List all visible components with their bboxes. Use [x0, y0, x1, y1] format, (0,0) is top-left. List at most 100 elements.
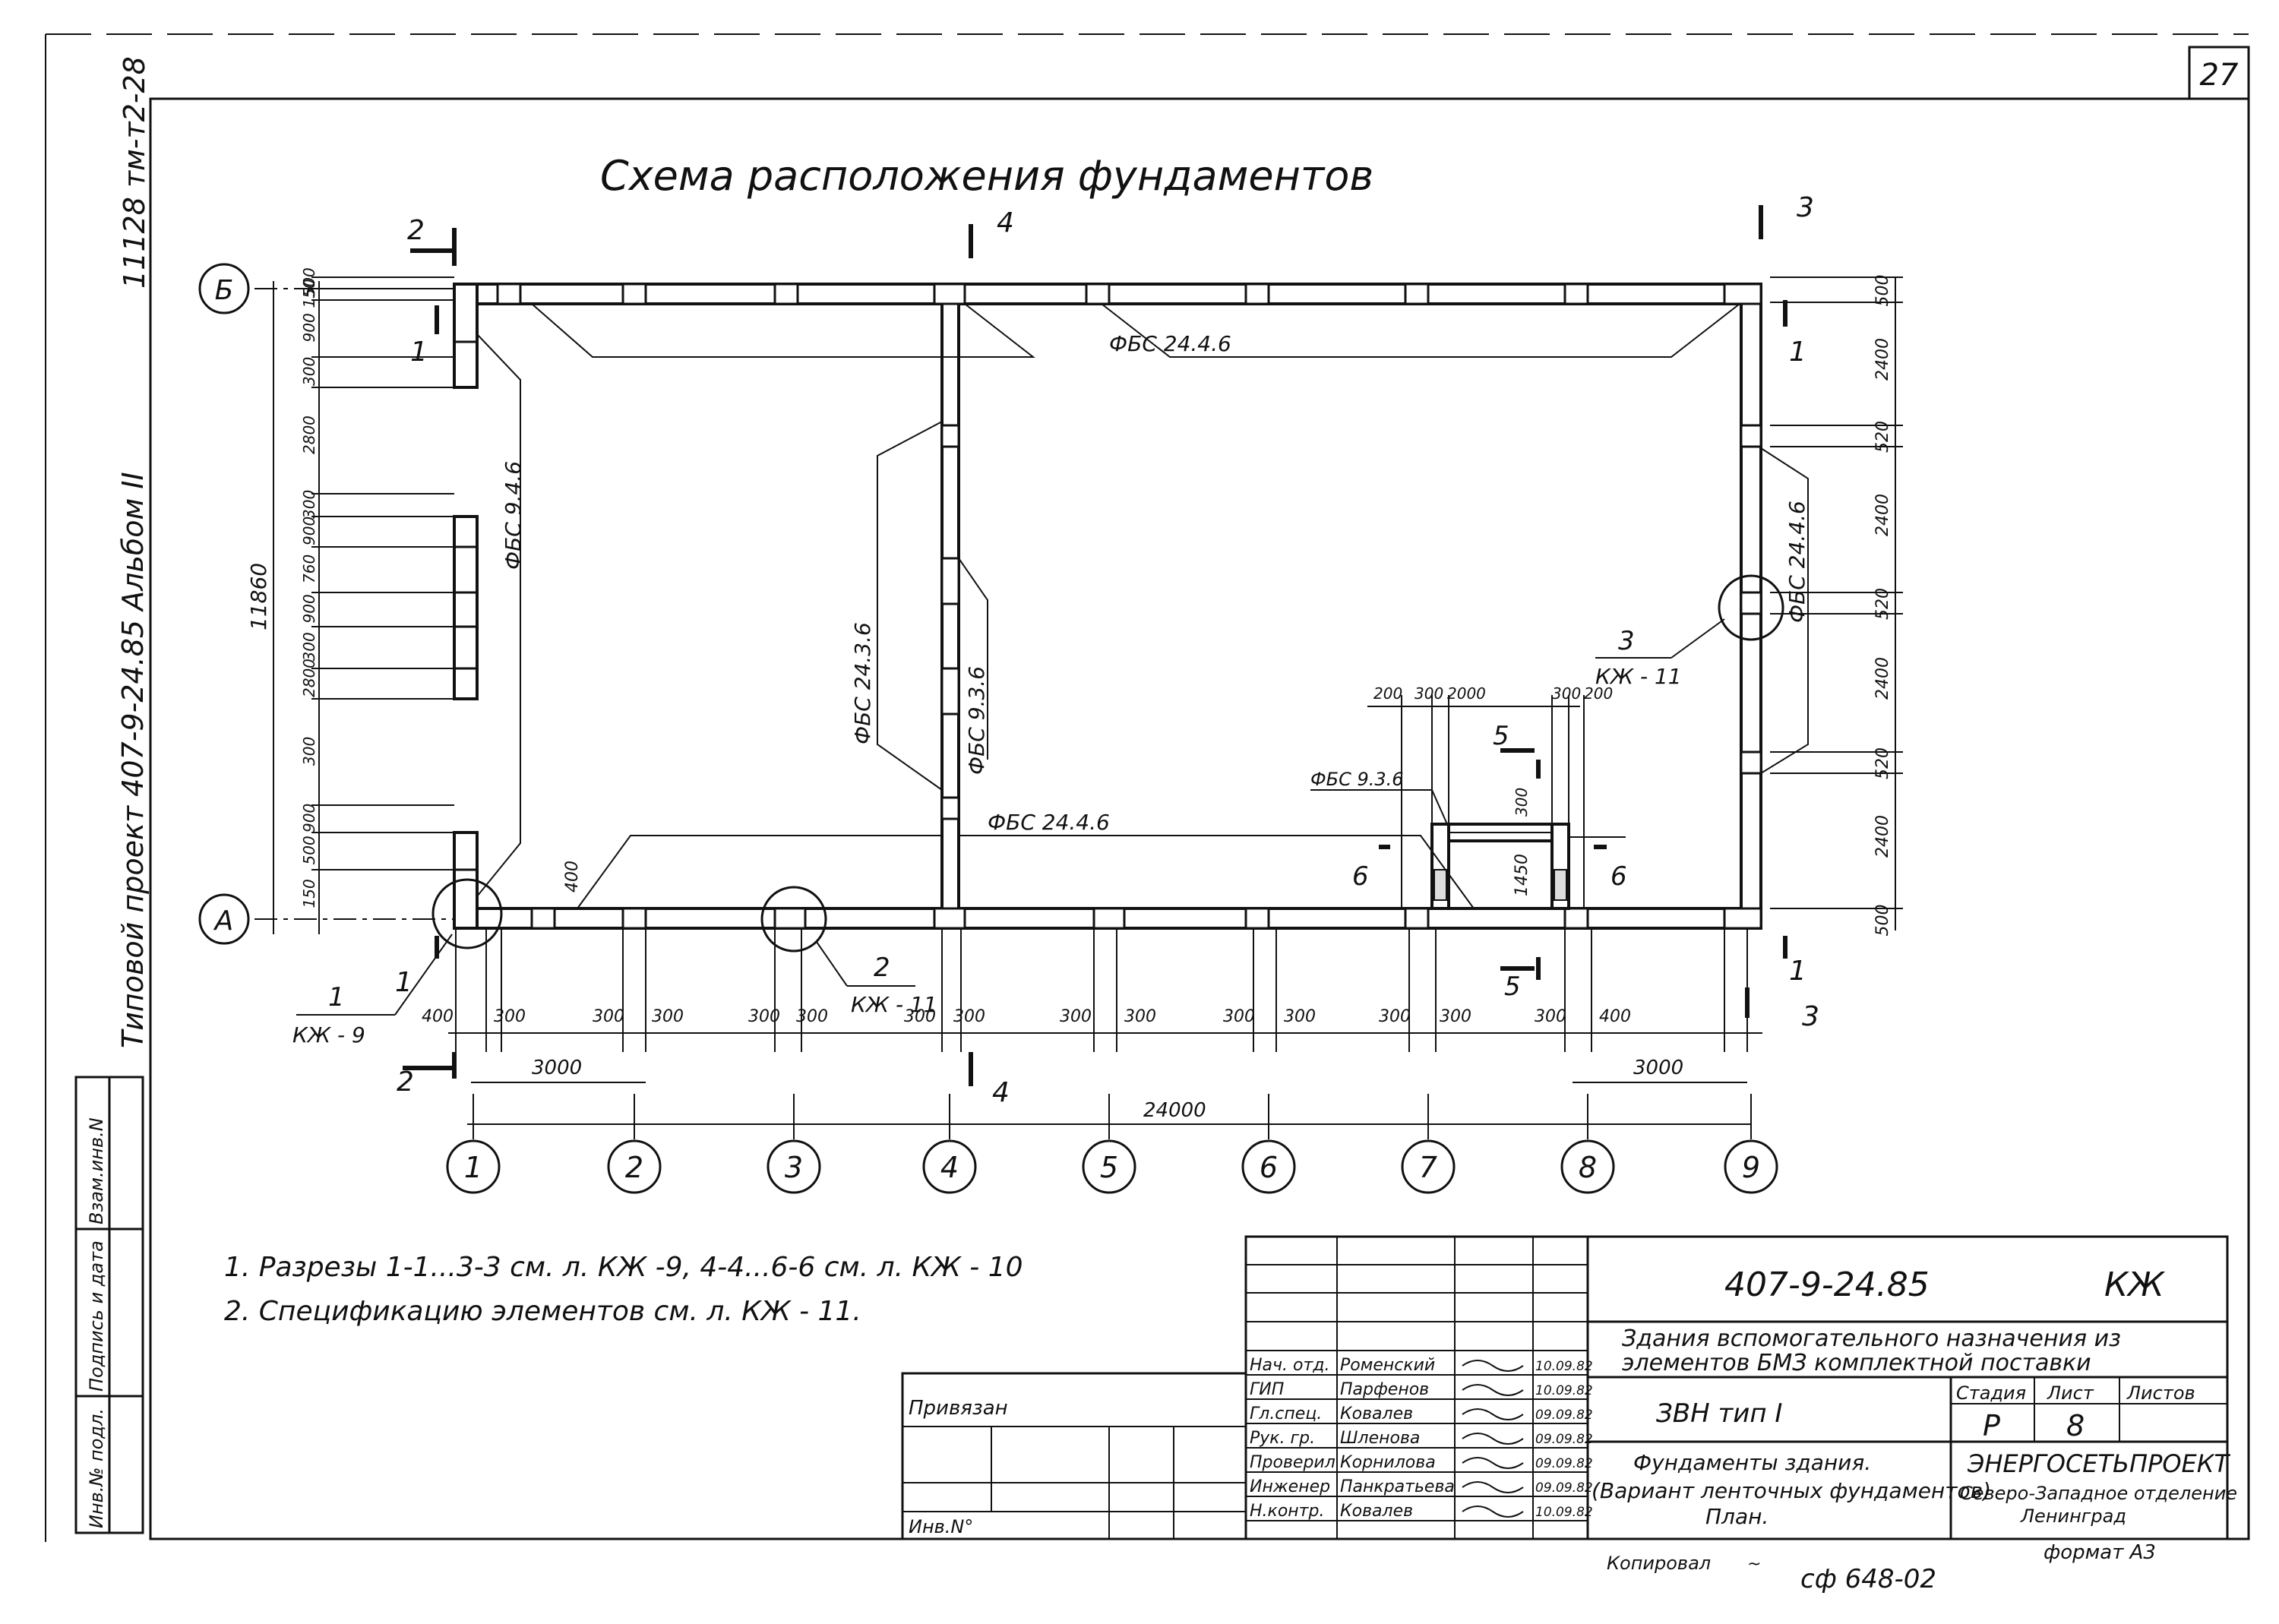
section-1-right-top: 1 — [1789, 336, 1806, 368]
staff-name-2: Ковалев — [1340, 1404, 1413, 1423]
dim-300-door: 300 — [1512, 788, 1531, 817]
svg-text:КЖ - 11: КЖ - 11 — [1595, 664, 1682, 689]
leader-lines — [476, 303, 1809, 909]
drawing-title-1: Фундаменты здания. — [1633, 1450, 1871, 1475]
axis-bubble-4 — [922, 1139, 977, 1194]
dim-right-0: 500 — [1873, 275, 1892, 307]
staff-date-5: 09.09.82 — [1535, 1480, 1593, 1496]
wall-axis-1-top — [453, 283, 479, 389]
side-code: 11128 тм-т2-28 — [118, 56, 151, 289]
dim-bottom-12: 300 — [1379, 1007, 1411, 1026]
label-fbs-mid2: ФБС 9.3.6 — [964, 666, 989, 775]
axis-number-3: 3 — [785, 1151, 803, 1184]
section-5-top: 5 — [1493, 721, 1509, 751]
dim-bottom-2: 300 — [593, 1007, 624, 1026]
object-name-1: Здания вспомогательного назначения из — [1622, 1325, 2121, 1352]
axis-bubble-1 — [446, 1139, 501, 1194]
section-5-bottom: 5 — [1504, 972, 1521, 1002]
dim-left-13: 500 — [300, 836, 318, 864]
org-name-2: Северо-Западное отделение — [1960, 1483, 2237, 1504]
dim-left-11: 300 — [300, 737, 318, 766]
sheet-header: Лист — [2047, 1382, 2094, 1404]
copied-by: Копировал — [1607, 1553, 1711, 1574]
dim-400: 400 — [563, 861, 582, 893]
staff-date-4: 09.09.82 — [1535, 1456, 1593, 1471]
dim-left-9: 300 — [300, 632, 318, 661]
dim-left-14: 150 — [300, 879, 318, 908]
drawing-title-2: (Вариант ленточных фундаментов) — [1592, 1478, 1991, 1503]
dim-door-1: 300 — [1414, 684, 1443, 703]
dim-right-4: 520 — [1873, 588, 1892, 620]
dim-right-2: 520 — [1873, 421, 1892, 453]
axis-bubble-b — [198, 263, 250, 314]
section-1-top: 1 — [410, 336, 428, 368]
dim-bottom-3: 300 — [652, 1007, 684, 1026]
label-fbs-mid: ФБС 24.3.6 — [850, 622, 875, 744]
staff-date-1: 10.09.82 — [1535, 1383, 1593, 1398]
staff-role-1: ГИП — [1250, 1380, 1284, 1399]
stage-value: Р — [1983, 1409, 2000, 1442]
left-stamp: Взам.инв.N Подпись и дата Инв.№ подл. — [74, 1076, 144, 1534]
staff-name-0: Роменский — [1340, 1356, 1435, 1375]
axis-label-b: Б — [215, 275, 234, 306]
privyazan-label: Привязан — [909, 1397, 1008, 1420]
dim-right-3: 2400 — [1873, 494, 1892, 536]
staff-signature-6 — [1462, 1506, 1524, 1518]
dim-door-4: 200 — [1584, 684, 1613, 703]
dim-3000-left: 3000 — [532, 1057, 582, 1079]
callout-3: 3 КЖ - 11 — [1595, 618, 1725, 689]
staff-name-3: Шленова — [1340, 1429, 1420, 1448]
doc-code: 407-9-24.85 — [1724, 1265, 1930, 1304]
section-1-right-bottom: 1 — [1789, 956, 1806, 987]
dim-left-6: 900 — [300, 517, 318, 545]
dim-right-6: 520 — [1873, 747, 1892, 779]
section-3-bottom: 3 — [1802, 1001, 1819, 1032]
dim-door-3: 300 — [1552, 684, 1581, 703]
drawing-title: Схема расположения фундаментов — [600, 152, 1373, 200]
dim-left-8: 900 — [300, 594, 318, 623]
section-4-top: 4 — [997, 207, 1014, 239]
label-fbs-top: ФБС 24.4.6 — [1109, 331, 1231, 356]
detail-circle-3 — [1718, 574, 1784, 641]
note-2: 2. Спецификацию элементов см. л. КЖ - 11… — [224, 1296, 861, 1327]
axis-number-4: 4 — [940, 1151, 959, 1184]
inv-n-label: Инв.N° — [909, 1516, 973, 1537]
staff-name-5: Панкратьева — [1340, 1477, 1455, 1496]
staff-role-5: Инженер — [1250, 1477, 1330, 1496]
section-2-top: 2 — [407, 215, 425, 246]
note-1: 1. Разрезы 1-1...3-3 см. л. КЖ -9, 4-4..… — [224, 1252, 1023, 1283]
section-1-bottom: 1 — [395, 967, 412, 998]
staff-name-6: Ковалев — [1340, 1502, 1413, 1521]
dim-left-0: 500 — [300, 267, 318, 296]
staff-signature-1 — [1462, 1384, 1524, 1396]
podpis-label: Подпись и дата — [86, 1240, 107, 1392]
dim-right-7: 2400 — [1873, 815, 1892, 858]
callout-2: 2 КЖ - 11 — [816, 941, 937, 1017]
dim-door-0: 200 — [1373, 684, 1402, 703]
dim-total: 24000 — [1143, 1099, 1206, 1122]
staff-name-4: Корнилова — [1340, 1453, 1436, 1472]
detail-circle-2 — [760, 886, 827, 953]
object-name-2: элементов БМЗ комплектной поставки — [1622, 1350, 2091, 1376]
staff-signature-0 — [1462, 1360, 1524, 1372]
archive-code: сф 648-02 — [1800, 1564, 1936, 1594]
dim-bottom-8: 300 — [1060, 1007, 1092, 1026]
label-fbs-left: ФБС 9.4.6 — [501, 461, 526, 570]
axis-label-a: А — [213, 905, 234, 937]
dim-bottom-13: 300 — [1440, 1007, 1471, 1026]
wall-axis-4 — [940, 283, 960, 930]
svg-text:КЖ - 9: КЖ - 9 — [292, 1022, 365, 1047]
staff-role-2: Гл.спец. — [1250, 1404, 1322, 1423]
dim-bottom-6: 300 — [904, 1007, 936, 1026]
section-marks — [403, 205, 1787, 1086]
staff-signature-5 — [1462, 1481, 1524, 1493]
dim-bottom-7: 300 — [953, 1007, 985, 1026]
staff-signature-2 — [1462, 1408, 1524, 1420]
label-fbs-small: ФБС 9.3.6 — [1310, 769, 1404, 790]
format-label: формат А3 — [2044, 1541, 2156, 1564]
